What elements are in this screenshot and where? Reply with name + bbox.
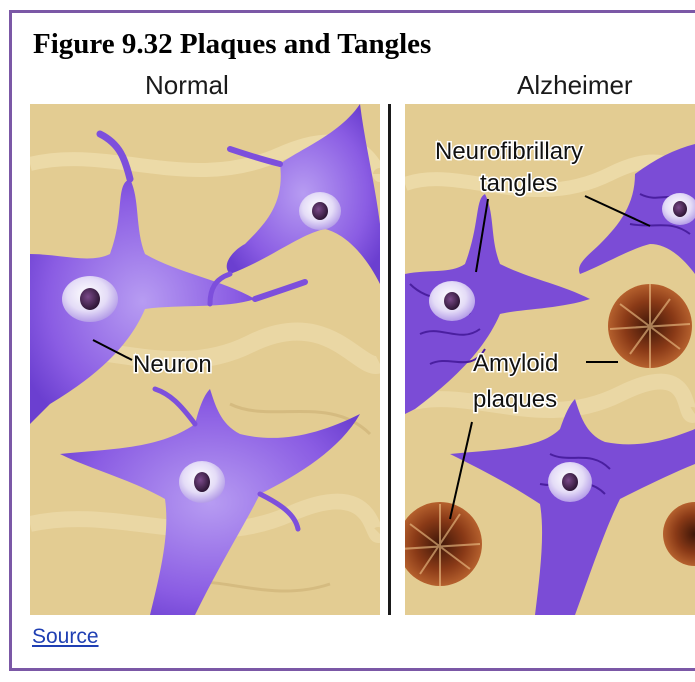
amyloid-plaque bbox=[663, 502, 695, 566]
neuron-cell bbox=[207, 104, 380, 307]
panel-divider bbox=[388, 104, 391, 615]
panel-label-normal: Normal bbox=[145, 70, 229, 100]
amyloid-plaque bbox=[608, 284, 692, 369]
neuron-cell bbox=[450, 399, 695, 615]
amyloid-plaque bbox=[405, 502, 482, 589]
panel-label-alzheimer: Alzheimer bbox=[517, 70, 633, 100]
neuron-cell bbox=[30, 130, 308, 424]
alzheimer-panel: Neurofibrillary tangles Amyloid plaques bbox=[405, 104, 695, 615]
neuron-pointer bbox=[92, 339, 133, 361]
figure-title: Figure 9.32 Plaques and Tangles bbox=[33, 28, 432, 60]
tangles-pointer bbox=[475, 198, 489, 273]
neuron-illustration: Neuron bbox=[30, 104, 695, 615]
plaque-pointer bbox=[449, 421, 473, 520]
tangles-label-line1: Neurofibrillary bbox=[435, 138, 583, 165]
neuron-cell bbox=[579, 144, 695, 274]
normal-panel: Neuron bbox=[30, 104, 380, 615]
tangles-pointer bbox=[584, 195, 651, 227]
plaques-label-line2: plaques bbox=[473, 386, 557, 413]
plaques-label-line1: Amyloid bbox=[473, 350, 558, 377]
source-link[interactable]: Source bbox=[32, 625, 99, 648]
neuron-label: Neuron bbox=[133, 351, 212, 378]
neuron-cell bbox=[405, 194, 590, 414]
neuron-cell bbox=[60, 386, 360, 615]
tangles-label-line2: tangles bbox=[480, 170, 557, 197]
